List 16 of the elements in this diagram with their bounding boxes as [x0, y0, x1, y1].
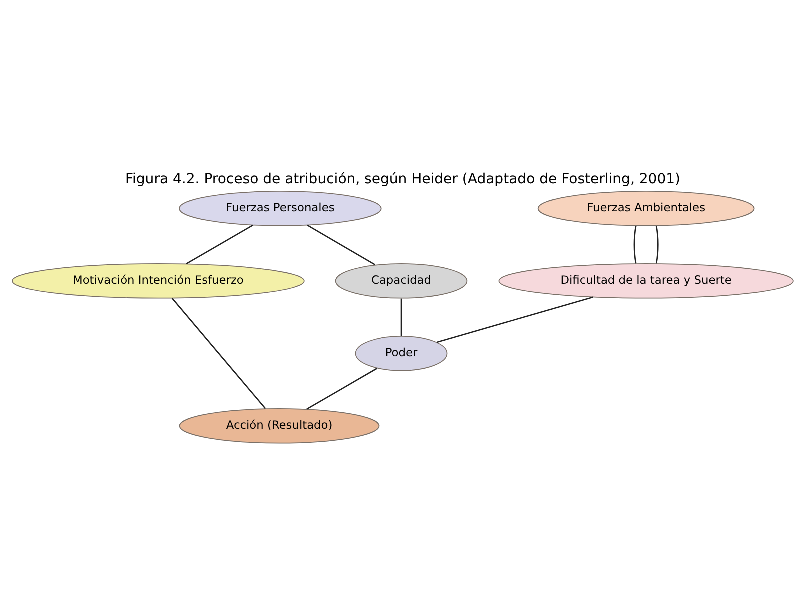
node-ellipse: Poder	[355, 336, 448, 371]
node-ellipse: Capacidad	[335, 263, 468, 298]
connector	[656, 226, 659, 264]
node-ellipse: Fuerzas Ambientales	[538, 190, 755, 226]
connector	[186, 224, 254, 264]
diagram-title: Figura 4.2. Proceso de atribución, según Heider (Adaptado de Fosterling, 2001)	[125, 170, 681, 187]
connector	[172, 298, 266, 409]
node-ellipse: Acción (Resultado)	[179, 408, 380, 444]
node-ellipse: Fuerzas Personales	[179, 190, 382, 226]
node-ellipse: Motivación Intención Esfuerzo	[12, 263, 305, 298]
connector	[307, 224, 376, 266]
connector	[634, 226, 637, 264]
connector	[400, 298, 402, 336]
connector	[436, 296, 594, 343]
node-ellipse: Dificultad de la tarea y Suerte	[498, 263, 794, 298]
connector	[306, 367, 378, 410]
